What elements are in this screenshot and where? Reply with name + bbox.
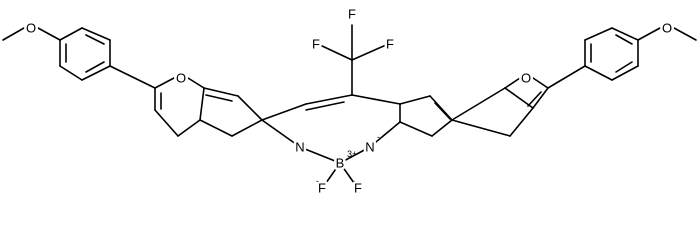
atom-b-center: B (336, 156, 345, 171)
molecule-structure-diagram: O O O O N N - B 3+ F - F - F F F (2, 4, 697, 198)
atom-f-cf3-top: F (348, 7, 356, 22)
atom-o-left-ring: O (176, 71, 186, 86)
f-right-charge: - (352, 176, 355, 186)
n-right-charge: - (377, 132, 380, 142)
atom-o-right-methoxy: O (662, 21, 672, 36)
atom-o-left-methoxy: O (26, 21, 36, 36)
atom-f-left: F (318, 181, 326, 196)
atom-n-left: N (295, 140, 304, 155)
f-left-charge: - (316, 176, 319, 186)
atom-f-cf3-right: F (386, 37, 394, 52)
atom-f-cf3-left: F (312, 37, 320, 52)
atom-n-right: N (365, 140, 374, 155)
bond-lines (2, 24, 697, 184)
atom-f-right: F (354, 181, 362, 196)
atom-labels: O O O O N N - B 3+ F - F - F F F (23, 4, 674, 198)
atom-o-right-ring: O (521, 71, 531, 86)
b-charge: 3+ (347, 149, 357, 159)
